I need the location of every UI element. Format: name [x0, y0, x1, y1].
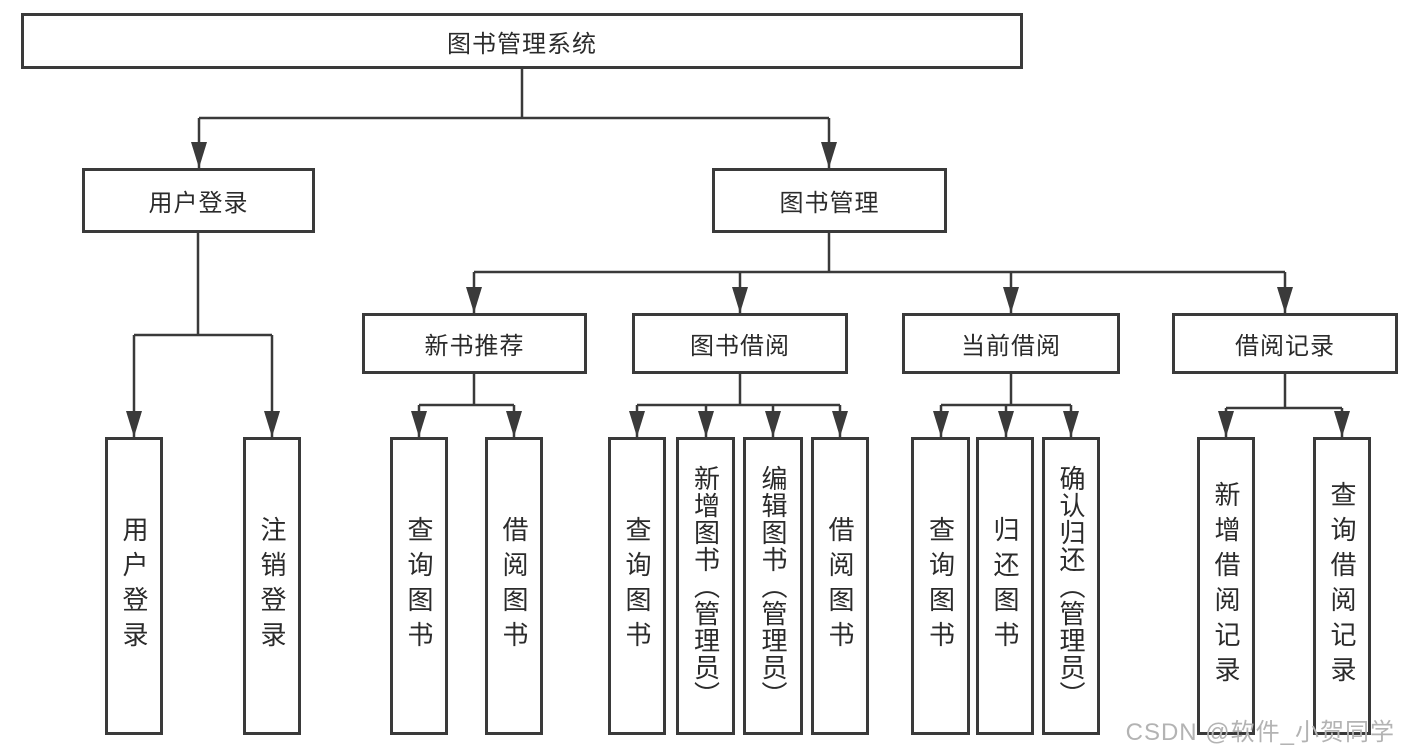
- node-label: 借阅记录: [1235, 333, 1335, 360]
- node-label: 查询图书: [404, 516, 434, 656]
- node-leaf-logout: 注销登录: [243, 437, 301, 735]
- connector-book-management-branch: [472, 233, 1287, 313]
- node-leaf-query-borrow-record: 查询借阅记录: [1313, 437, 1371, 735]
- node-label: 图书借阅: [690, 333, 790, 360]
- node-leaf-user-login: 用户登录: [105, 437, 163, 735]
- connector-book-borrowing-branch: [635, 374, 842, 437]
- node-user-login: 用户登录: [82, 168, 315, 233]
- connector-borrowing-records-branch: [1224, 374, 1344, 437]
- node-label: 用户登录: [119, 516, 149, 656]
- connector-root-to-level2: [197, 69, 831, 168]
- node-label: 新书推荐: [424, 333, 525, 360]
- node-label: 图书管理系统: [447, 30, 597, 58]
- node-leaf-borrow-books-recommend: 借阅图书: [485, 437, 543, 735]
- node-label: 确认归还（管理员）: [1056, 464, 1086, 708]
- connector-user-login-branch: [132, 233, 274, 437]
- node-label: 注销登录: [257, 516, 287, 656]
- node-leaf-add-borrow-record: 新增借阅记录: [1197, 437, 1255, 735]
- node-label: 图书管理: [779, 190, 880, 217]
- node-borrowing-records: 借阅记录: [1172, 313, 1398, 374]
- node-label: 用户登录: [148, 190, 249, 217]
- node-leaf-borrow-books: 借阅图书: [811, 437, 869, 735]
- connector-new-book-branch: [417, 374, 516, 437]
- connector-current-borrowing-branch: [939, 374, 1073, 437]
- node-label: 查询借阅记录: [1327, 481, 1357, 691]
- node-label: 借阅图书: [825, 516, 855, 656]
- node-library-management-system: 图书管理系统: [21, 13, 1023, 69]
- csdn-watermark: CSDN @软件_小贺同学: [1125, 719, 1395, 746]
- node-book-management: 图书管理: [712, 168, 947, 233]
- node-current-borrowing: 当前借阅: [902, 313, 1120, 374]
- node-label: 查询图书: [622, 516, 652, 656]
- node-leaf-add-books-admin: 新增图书（管理员）: [676, 437, 735, 735]
- node-label: 归还图书: [990, 516, 1020, 656]
- node-label: 编辑图书（管理员）: [758, 464, 788, 708]
- node-book-borrowing: 图书借阅: [632, 313, 848, 374]
- node-leaf-query-books-current: 查询图书: [911, 437, 970, 735]
- node-leaf-edit-books-admin: 编辑图书（管理员）: [743, 437, 803, 735]
- node-new-book-recommendation: 新书推荐: [362, 313, 587, 374]
- node-label: 查询图书: [925, 516, 956, 656]
- node-leaf-return-books: 归还图书: [976, 437, 1034, 735]
- node-leaf-query-books-borrowing: 查询图书: [608, 437, 666, 735]
- node-leaf-confirm-return-admin: 确认归还（管理员）: [1042, 437, 1100, 735]
- node-label: 借阅图书: [499, 516, 529, 656]
- node-label: 新增借阅记录: [1211, 481, 1241, 691]
- node-label: 当前借阅: [961, 333, 1061, 360]
- node-label: 新增图书（管理员）: [690, 464, 721, 708]
- node-leaf-query-books-recommend: 查询图书: [390, 437, 448, 735]
